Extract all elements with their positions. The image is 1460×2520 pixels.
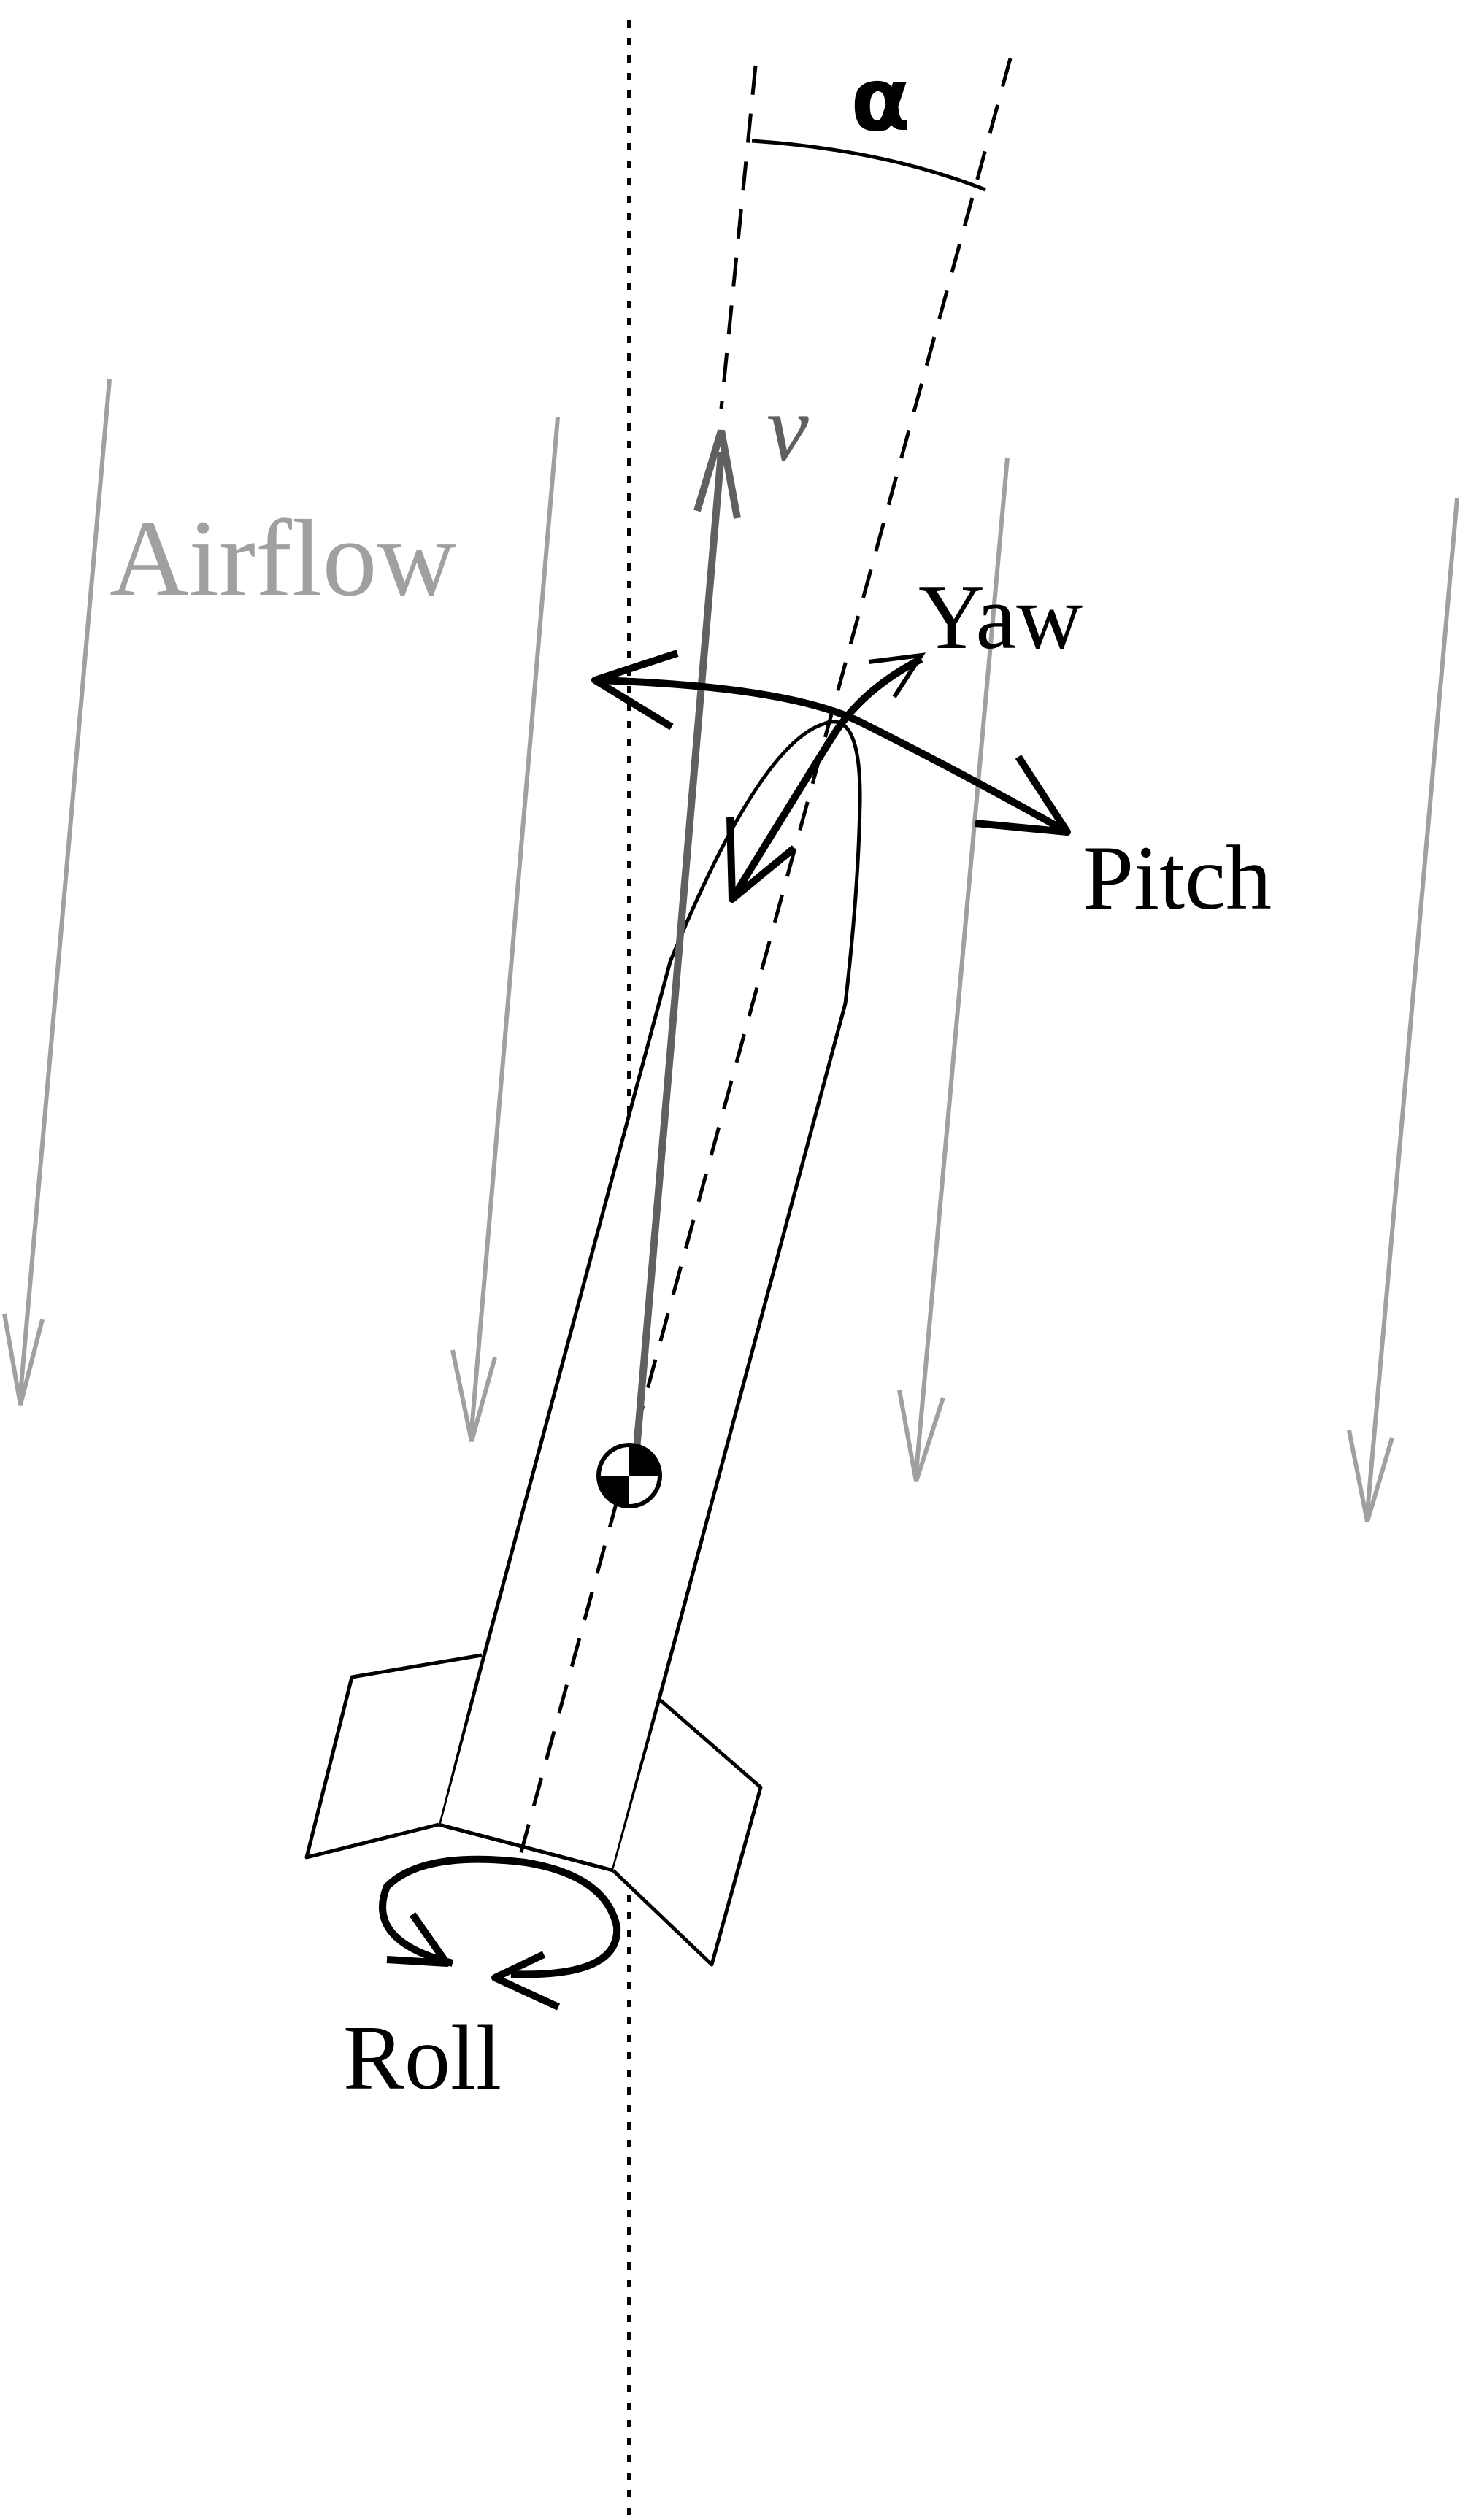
airflow-arrow-3 (897, 457, 1010, 1482)
fin-left (304, 1653, 483, 1860)
yaw-arrow-head (868, 652, 926, 698)
rocket-base (438, 1822, 614, 1873)
pitch-label: Pitch (1083, 828, 1272, 929)
axis-lines (518, 58, 1013, 1858)
rocket-axis-line (518, 58, 1013, 1858)
fin-right (612, 1699, 763, 1967)
roll-indicator (379, 1855, 621, 2011)
angle-of-attack-arc (751, 139, 986, 192)
velocity-label: v (766, 376, 809, 481)
angle-of-attack-label: α (850, 50, 910, 151)
airflow-arrows (2, 379, 1459, 1522)
cg-marker-icon (596, 1443, 662, 1508)
yaw-indicator (726, 655, 923, 903)
airflow-arrow-4 (1347, 498, 1459, 1522)
yaw-label: Yaw (918, 567, 1083, 668)
velocity-vector (631, 429, 741, 1468)
velocity-extension-line (719, 65, 758, 409)
airflow-arrow-2 (450, 417, 560, 1442)
roll-label: Roll (343, 2008, 502, 2109)
airflow-label: Airflow (110, 498, 456, 619)
airflow-arrow-1 (2, 379, 112, 1406)
pitch-indicator (591, 650, 1071, 836)
